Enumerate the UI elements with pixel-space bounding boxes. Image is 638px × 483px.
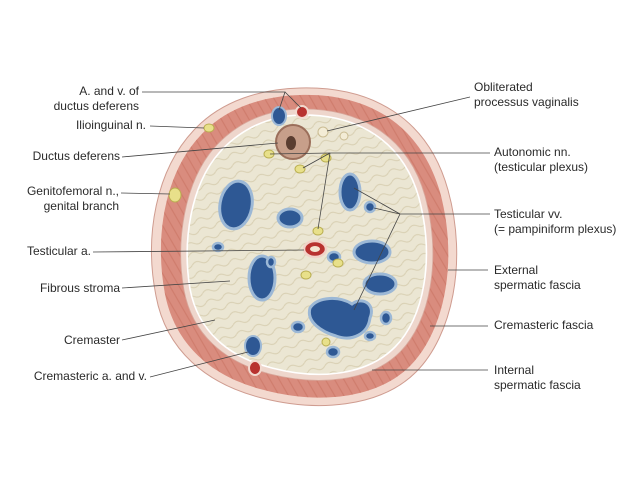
cremasteric-artery (249, 361, 261, 375)
cremasteric-vein (245, 336, 261, 356)
label-genitofemoral-n: Genitofemoral n., genital branch (27, 184, 119, 214)
vein-bottom-small (327, 347, 339, 357)
vein-right-lower (364, 274, 396, 294)
label-cremaster: Cremaster (64, 333, 120, 348)
vein-right-upper (340, 174, 360, 210)
ilioinguinal-nerve (204, 124, 214, 132)
leader-ilioinguinal (150, 126, 204, 128)
vein-center-upper (278, 209, 302, 227)
label-autonomic-nn: Autonomic nn. (testicular plexus) (494, 145, 588, 175)
label-a-v-ductus-deferens: A. and v. of ductus deferens (54, 84, 139, 114)
vein-lower-right-small (365, 332, 375, 340)
label-obliterated-processus-vaginalis: Obliterated processus vaginalis (474, 80, 579, 110)
vein-right-tiny (381, 312, 391, 324)
ductus-deferens-lumen (286, 136, 296, 150)
obliterated-processus (318, 127, 328, 137)
vein-right-small (365, 202, 375, 212)
label-testicular-vv: Testicular vv. (= pampiniform plexus) (494, 207, 616, 237)
label-ilioinguinal-n: Ilioinguinal n. (76, 118, 146, 133)
label-external-spermatic-fascia: External spermatic fascia (494, 263, 581, 293)
label-internal-spermatic-fascia: Internal spermatic fascia (494, 363, 581, 393)
obliterated-processus-2 (340, 132, 348, 140)
label-cremasteric-fascia: Cremasteric fascia (494, 318, 593, 333)
vein-mid-small (267, 257, 275, 267)
nerve-6 (301, 271, 311, 279)
vein-right-middle (354, 241, 390, 263)
nerve-2 (295, 165, 305, 173)
nerve-7 (322, 338, 330, 346)
nerve-5 (333, 259, 343, 267)
ductus-deferens-artery (296, 106, 308, 118)
label-fibrous-stroma: Fibrous stroma (40, 281, 120, 296)
label-testicular-a: Testicular a. (27, 244, 91, 259)
vein-left-small (213, 243, 223, 251)
genitofemoral-nerve (169, 188, 181, 202)
label-ductus-deferens: Ductus deferens (33, 149, 120, 164)
vein-center-small (292, 322, 304, 332)
label-cremasteric-a-v: Cremasteric a. and v. (34, 369, 147, 384)
testicular-artery-lumen (310, 246, 320, 252)
